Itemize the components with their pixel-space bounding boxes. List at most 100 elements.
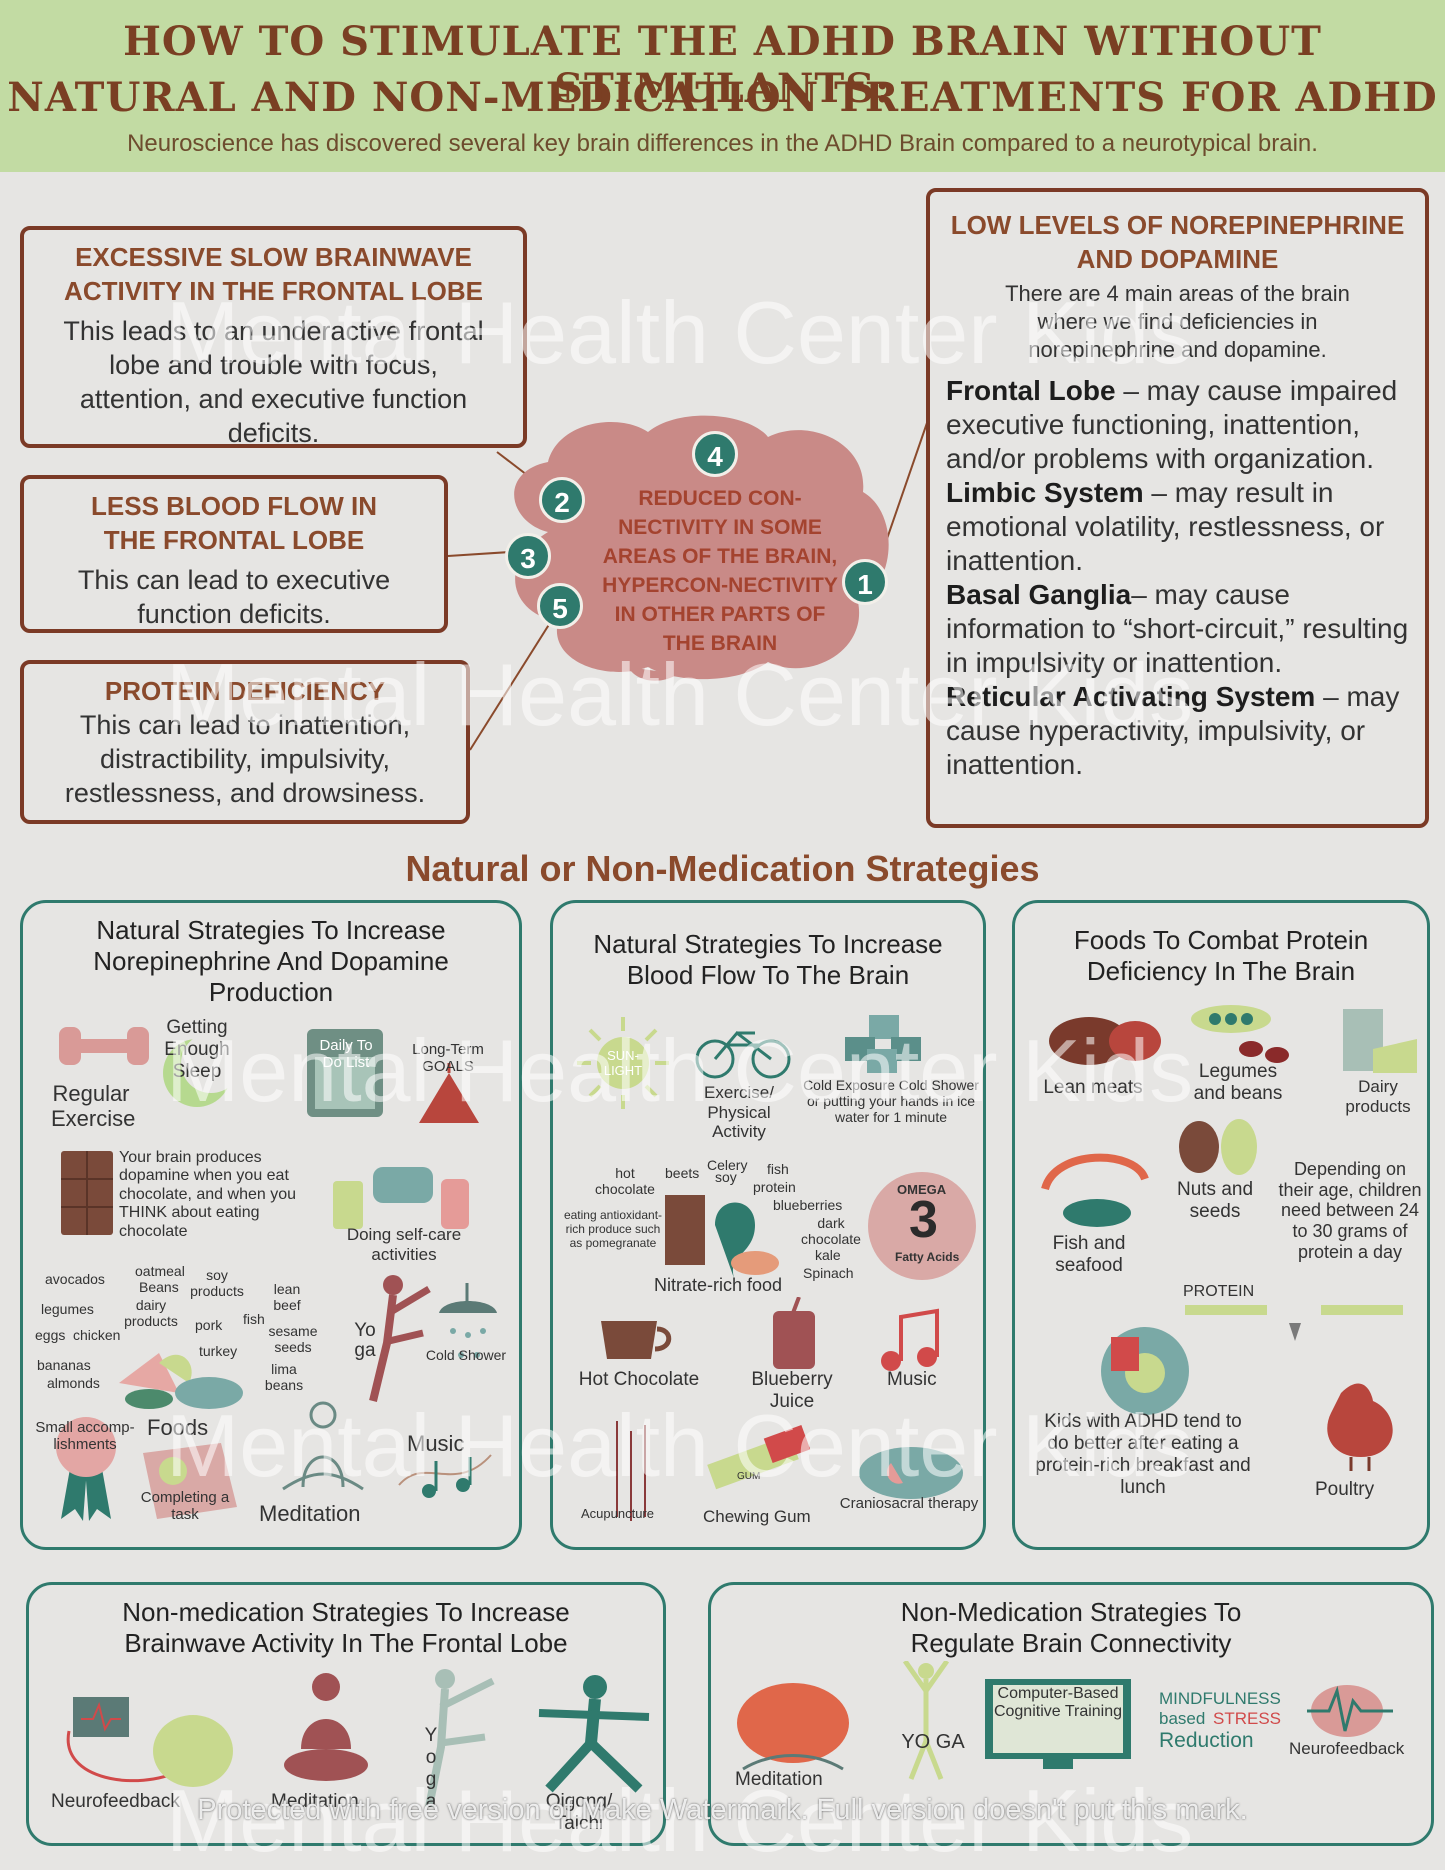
- brain-illustration: [514, 415, 889, 681]
- seafood-icon: [1041, 1153, 1149, 1227]
- panel-brainwave: Non-medication Strategies To Increase Br…: [26, 1582, 666, 1846]
- panel-protein: Foods To Combat Protein Deficiency In Th…: [1012, 900, 1430, 1550]
- yoga-pose-icon: [902, 1661, 950, 1780]
- chocolate-bar-icon: [61, 1151, 113, 1235]
- hot-chocolate-cup-icon: [601, 1321, 672, 1359]
- area-name: Basal Ganglia: [946, 579, 1132, 610]
- ice-cubes-icon: [845, 1015, 921, 1073]
- meditation-label: Meditation: [271, 1791, 359, 1812]
- food-word: pork: [195, 1317, 223, 1333]
- fish-label: Fish and seafood: [1052, 1233, 1126, 1276]
- omega-number: 3: [909, 1191, 938, 1249]
- gum-icon: [707, 1424, 811, 1490]
- selfcare-label: Doing self-care activities: [346, 1225, 462, 1264]
- computer-icon: [985, 1679, 1131, 1769]
- hot-chocolate-label: Hot Chocolate: [578, 1369, 700, 1390]
- nitrate-label: Nitrate-rich food: [653, 1275, 783, 1295]
- protein-deficiency-heading: PROTEIN DEFICIENCY: [104, 676, 386, 706]
- meditation-icon: [282, 1401, 364, 1491]
- music-label: Music: [887, 1369, 937, 1390]
- number-badge-2: 2: [539, 477, 585, 523]
- title-line-1: HOW TO STIMULATE THE ADHD BRAIN WITHOUT …: [123, 18, 1322, 112]
- neurotransmitter-heading: LOW LEVELS OF NOREPINEPHRINE AND DOPAMIN…: [950, 210, 1405, 274]
- dairy-label: Dairy products: [1345, 1077, 1411, 1116]
- poultry-label: Poultry: [1315, 1479, 1375, 1500]
- yoga-label: Yoga: [354, 1320, 376, 1361]
- mountain-flag-icon: [419, 1063, 479, 1123]
- dairy-icon: [1343, 1009, 1417, 1073]
- legumes-label: Legumes and beans: [1193, 1061, 1283, 1104]
- yoga-label: Yoga: [424, 1725, 438, 1812]
- panel-dopamine-heading: Natural Strategies To Increase Norepinep…: [93, 915, 449, 1007]
- protein-deficiency-box: PROTEIN DEFICIENCY This can lead to inat…: [20, 660, 470, 824]
- blood-flow-heading: LESS BLOOD FLOW IN THE FRONTAL LOBE: [91, 491, 377, 555]
- lean-meat-icon: [1049, 1017, 1161, 1065]
- nitrate-word: blueberries: [773, 1197, 843, 1213]
- protein-scale-label: PROTEIN: [1183, 1283, 1255, 1300]
- music-notes-icon: [398, 1454, 492, 1498]
- brain-area-basal: Basal Ganglia– may cause information to …: [946, 578, 1409, 680]
- yoga-figure-icon: [425, 1669, 495, 1807]
- food-word: soy products: [190, 1267, 244, 1300]
- nuts-label: Nuts and seeds: [1176, 1179, 1254, 1222]
- mindfulness-stress: STRESS: [1213, 1709, 1282, 1728]
- chocolate-text: Your brain produces dopamine when you ea…: [119, 1149, 297, 1240]
- watermark-text: Mental Health Center Kids: [166, 1021, 1194, 1120]
- brain-area-reticular: Reticular Activating System – may cause …: [946, 680, 1409, 782]
- computer-training-label: Computer-Based Cognitive Training: [993, 1685, 1123, 1721]
- blueberry-juice-label: Blueberry Juice: [751, 1369, 833, 1412]
- number-badge-1: 1: [842, 559, 888, 605]
- watermark-text: Mental Health Center Kids: [166, 645, 1194, 744]
- blood-flow-box: LESS BLOOD FLOW IN THE FRONTAL LOBE This…: [20, 475, 448, 633]
- watermark-text: Mental Health Center Kids: [166, 283, 1194, 382]
- watermark-notice: Protected with free version of Make Wate…: [197, 1794, 1248, 1826]
- nitrate-word: Spinach: [803, 1265, 854, 1281]
- moon-icon: [163, 1033, 233, 1107]
- omega-bottom-label: Fatty Acids: [895, 1250, 960, 1264]
- neurofeedback-label: Neurofeedback: [51, 1791, 180, 1812]
- goals-label: Long-Term GOALS: [412, 1041, 484, 1076]
- cold-shower-label: Cold Shower: [425, 1347, 507, 1363]
- sleep-label: Getting Enough Sleep: [164, 1017, 230, 1082]
- nitrate-word: protein: [753, 1179, 796, 1195]
- protein-deficiency-text: This can lead to inattention, distractib…: [64, 710, 426, 808]
- legumes-icon: [1191, 1005, 1289, 1063]
- qigong-figure-icon: [538, 1675, 650, 1793]
- slow-brainwave-heading: EXCESSIVE SLOW BRAINWAVE ACTIVITY IN THE…: [64, 242, 483, 306]
- chewing-gum-label: Chewing Gum: [703, 1507, 811, 1526]
- chicken-icon: [1327, 1383, 1393, 1471]
- food-word: eggs: [35, 1327, 66, 1343]
- todo-list-icon: [307, 1029, 383, 1117]
- award-ribbon-icon: [56, 1417, 116, 1521]
- neurofeedback-brain-icon: [1307, 1685, 1393, 1737]
- food-word: almonds: [47, 1375, 100, 1391]
- protein-breakfast-text: Kids with ADHD tend to do better after e…: [1035, 1411, 1251, 1498]
- nitrate-word: fish: [767, 1161, 789, 1177]
- gum-pack-label: GUM: [737, 1471, 761, 1482]
- food-word: Beans: [139, 1279, 179, 1295]
- brain-area-frontal: Frontal Lobe – may cause impaired execut…: [946, 374, 1409, 476]
- nitrate-word: kale: [815, 1247, 841, 1263]
- beet-chocolate-icon: [665, 1195, 779, 1281]
- omega3-badge: [868, 1172, 976, 1280]
- area-name: Frontal Lobe: [946, 375, 1116, 406]
- mindfulness-line1: MINDFULNESS: [1159, 1689, 1281, 1708]
- panel-blood-flow-heading: Natural Strategies To Increase Blood Flo…: [593, 929, 943, 990]
- neurofeedback-icon: [66, 1697, 233, 1787]
- area-name: Limbic System: [946, 477, 1144, 508]
- panel-brainwave-heading: Non-medication Strategies To Increase Br…: [122, 1597, 570, 1658]
- food-word: turkey: [199, 1343, 238, 1359]
- brain-meditation-icon: [737, 1683, 849, 1771]
- neurofeedback-label: Neurofeedback: [1289, 1739, 1405, 1758]
- nitrate-word: Celery: [707, 1157, 748, 1173]
- area-desc: – may cause information to “short-circui…: [946, 579, 1409, 678]
- neurotransmitter-intro: There are 4 main areas of the brain wher…: [1005, 281, 1350, 362]
- strategies-title: Natural or Non-Medication Strategies: [405, 848, 1040, 889]
- meditation-label: Meditation: [735, 1769, 823, 1790]
- shower-icon: [439, 1283, 497, 1358]
- exercise-label: Exercise/ Physical Activity: [704, 1083, 774, 1142]
- watermark-text: Mental Health Center Kids: [166, 1396, 1194, 1495]
- acupuncture-needles-icon: [616, 1421, 646, 1521]
- yoga-pose-icon: [369, 1275, 431, 1402]
- food-word: chicken: [73, 1327, 121, 1343]
